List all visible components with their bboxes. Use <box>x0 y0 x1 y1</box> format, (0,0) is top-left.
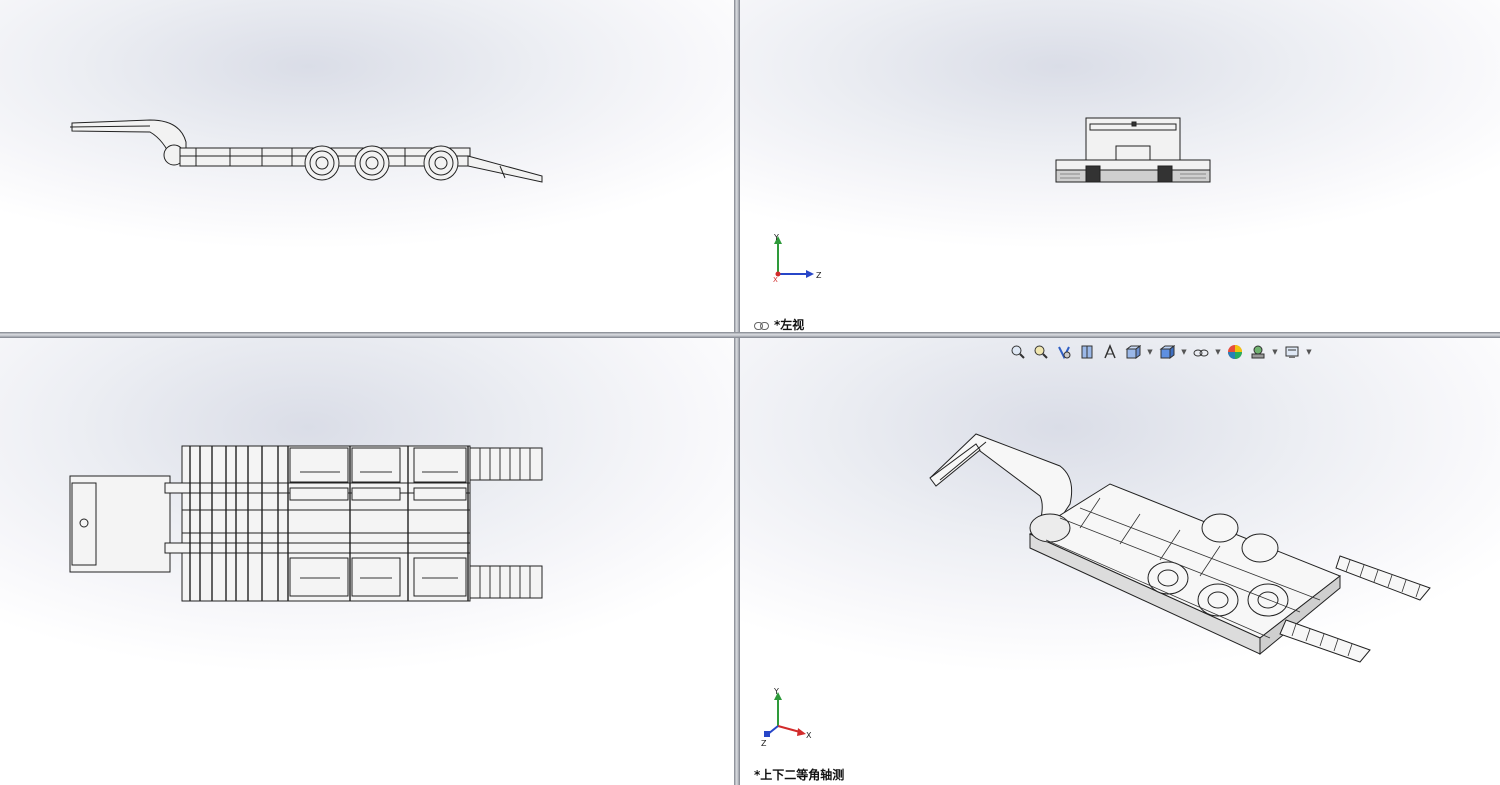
view-name-dimetric: *上下二等角轴测 <box>754 768 845 782</box>
hide-show-items-dropdown[interactable]: ▼ <box>1215 348 1221 356</box>
view-orientation-icon[interactable] <box>1123 342 1143 362</box>
view-name-left: *左视 <box>774 318 805 332</box>
trailer-side-view-model[interactable] <box>0 0 734 332</box>
viewport-front-view[interactable] <box>0 0 734 332</box>
view-settings-icon[interactable] <box>1282 342 1302 362</box>
edit-appearance-icon[interactable] <box>1225 342 1245 362</box>
display-style-icon[interactable] <box>1157 342 1177 362</box>
zoom-to-fit-icon[interactable] <box>1008 342 1028 362</box>
coordinate-triad-icon: Y Z X <box>773 234 822 284</box>
zoom-to-area-icon[interactable] <box>1031 342 1051 362</box>
vertical-viewport-splitter[interactable] <box>734 0 740 785</box>
coordinate-triad-icon: Y X Z <box>761 688 812 748</box>
viewport-left-view[interactable]: Y Z X *左视 <box>740 0 1500 332</box>
horizontal-viewport-splitter[interactable] <box>0 332 1500 338</box>
view-settings-dropdown[interactable]: ▼ <box>1306 348 1312 356</box>
viewport-isometric-view[interactable]: ▼ ▼ ▼ ▼ ▼ <box>740 338 1500 785</box>
view-orientation-dropdown[interactable]: ▼ <box>1147 348 1153 356</box>
svg-text:Z: Z <box>816 271 822 280</box>
dynamic-annotation-icon[interactable] <box>1100 342 1120 362</box>
trailer-top-view-model[interactable] <box>0 338 734 785</box>
viewport-top-view[interactable] <box>0 338 734 785</box>
trailer-end-view-model[interactable] <box>740 0 1500 332</box>
apply-scene-dropdown[interactable]: ▼ <box>1272 348 1278 356</box>
apply-scene-icon[interactable] <box>1248 342 1268 362</box>
svg-text:Y: Y <box>773 234 779 242</box>
trailer-isometric-model[interactable] <box>740 338 1500 785</box>
heads-up-view-toolbar: ▼ ▼ ▼ ▼ ▼ <box>1008 341 1313 363</box>
svg-text:Y: Y <box>773 688 779 696</box>
hide-show-items-icon[interactable] <box>1191 342 1211 362</box>
section-view-icon[interactable] <box>1077 342 1097 362</box>
display-style-dropdown[interactable]: ▼ <box>1181 348 1187 356</box>
link-icon <box>754 321 769 330</box>
svg-text:Z: Z <box>761 739 767 748</box>
svg-text:X: X <box>773 276 778 284</box>
svg-text:X: X <box>806 731 812 740</box>
view-label-top-right: *左视 <box>754 316 804 332</box>
previous-view-icon[interactable] <box>1054 342 1074 362</box>
